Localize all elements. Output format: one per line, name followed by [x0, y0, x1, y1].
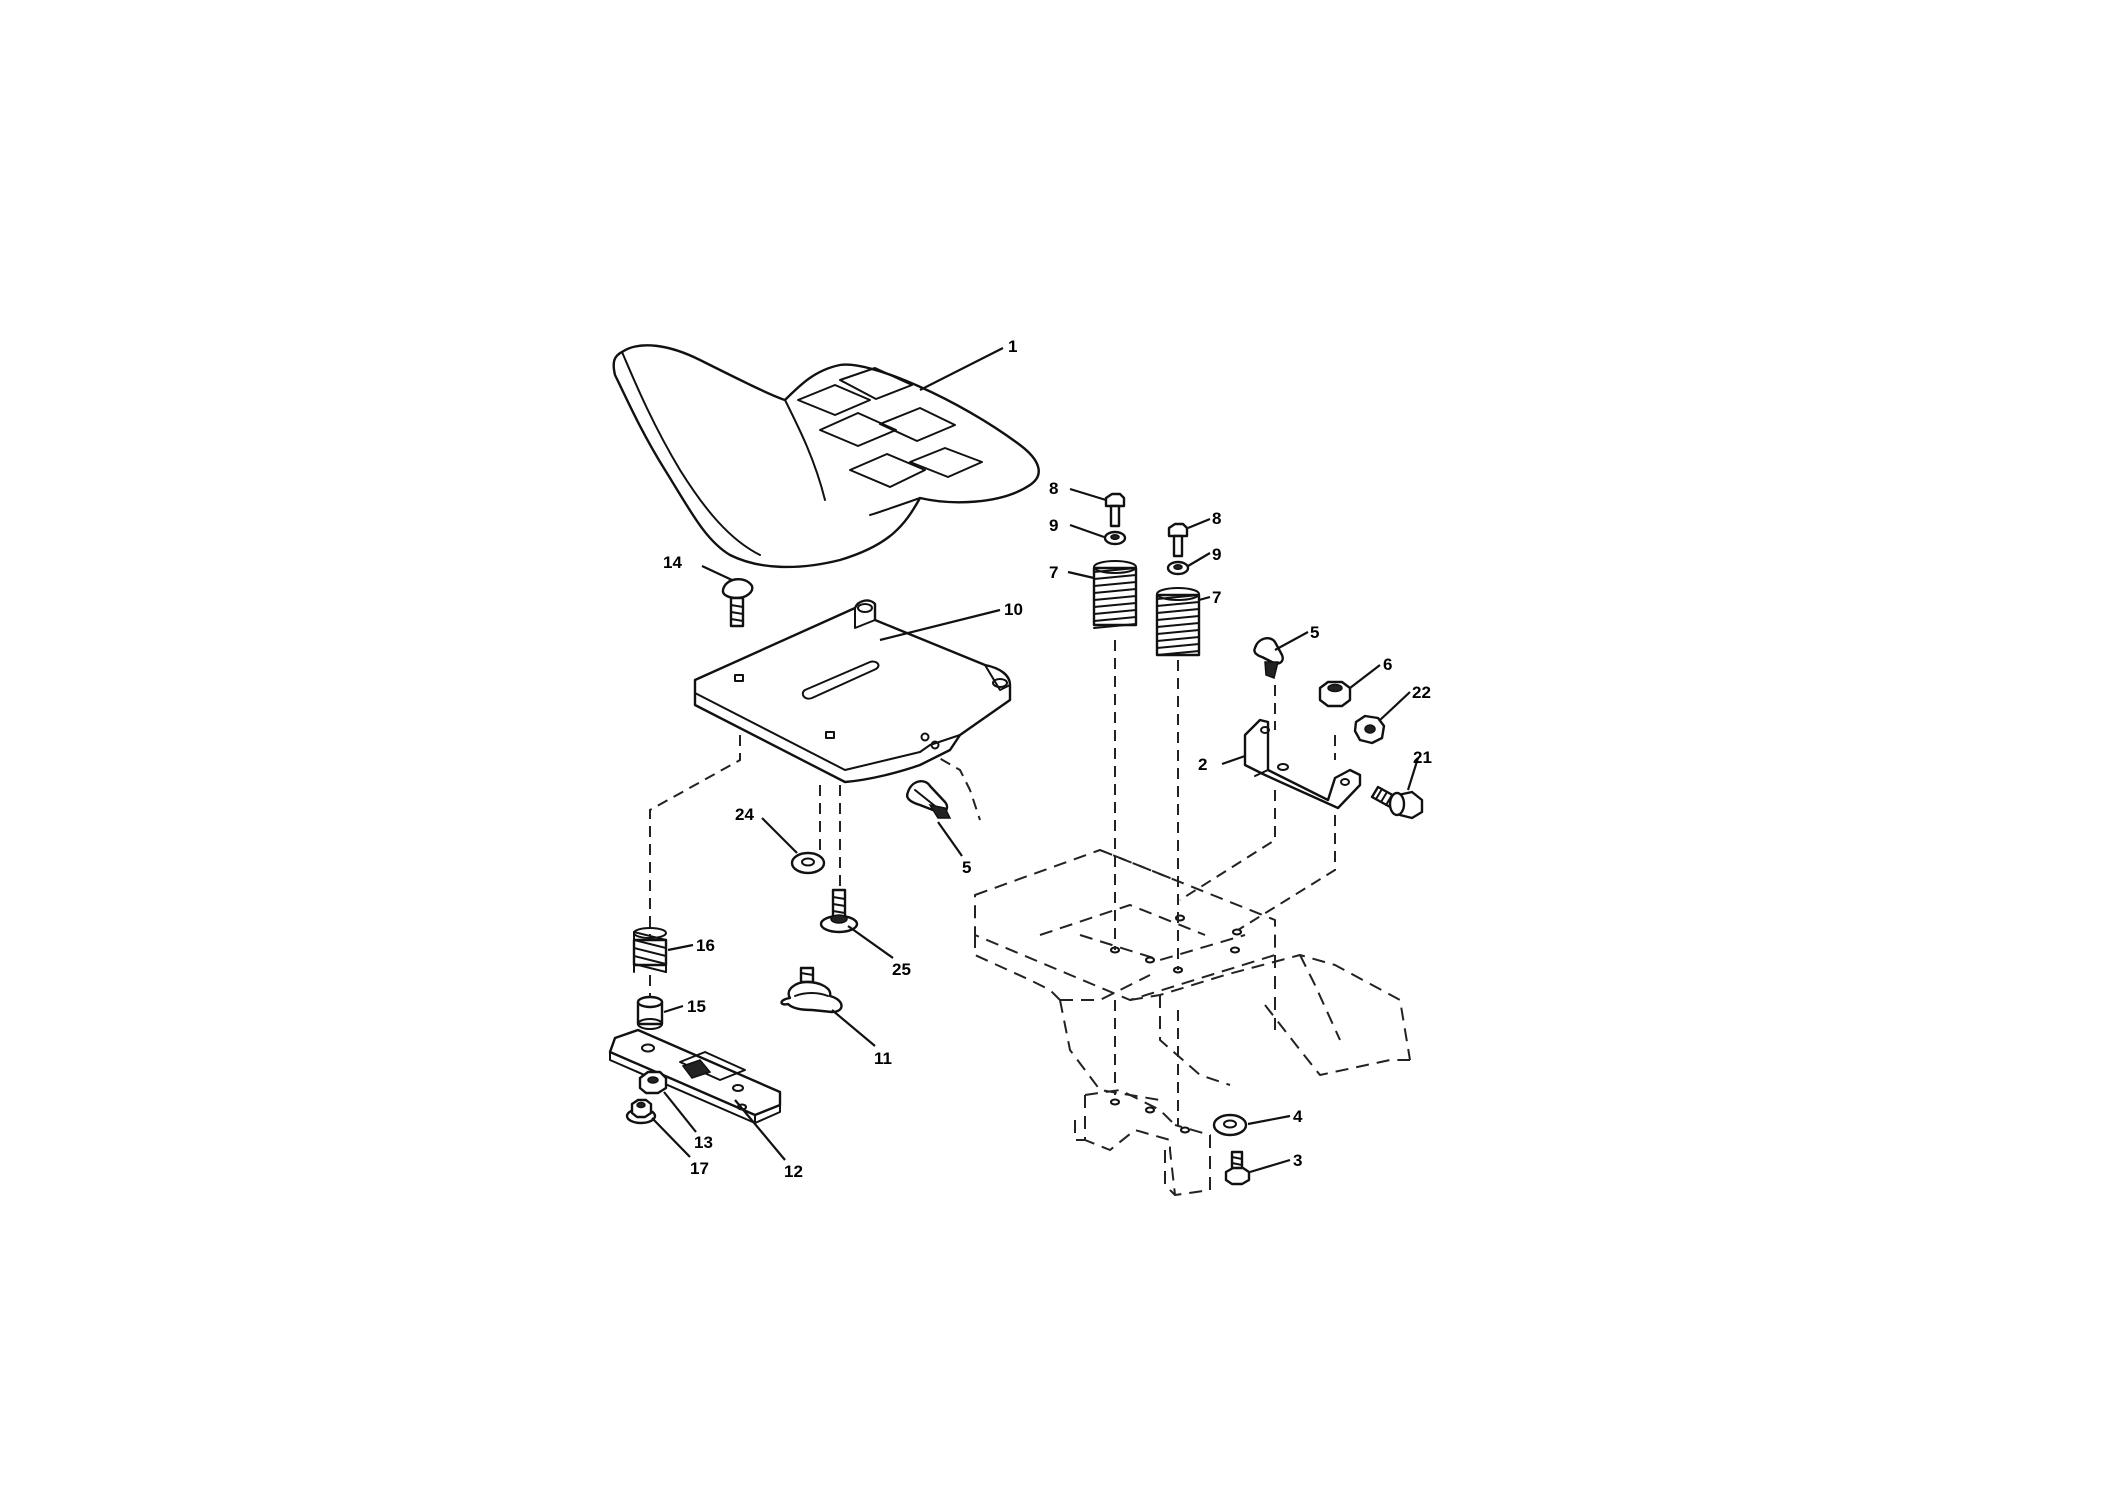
spacer-15-part: [636, 995, 664, 1030]
callout-4: 4: [1293, 1107, 1303, 1126]
callout-7-right: 7: [1212, 588, 1221, 607]
callout-14: 14: [663, 553, 682, 572]
seat-part: [612, 344, 1040, 569]
callout-2: 2: [1198, 755, 1207, 774]
seat-pan-part: [693, 599, 1012, 784]
washer-9-left-part: [1103, 530, 1127, 546]
callout-22: 22: [1412, 683, 1431, 702]
callout-21: 21: [1413, 748, 1432, 767]
bracket-2-part: [1243, 718, 1362, 810]
leader-lines: [651, 347, 1420, 1174]
callout-17: 17: [690, 1159, 709, 1178]
clip-left-part: [906, 780, 952, 819]
screw-8-right-part: [1167, 522, 1189, 558]
slide-plate-part: [608, 1028, 782, 1124]
callout-labels: 1 14 10 24 5 16 15 25 11 13 17 12 8 9 7 …: [663, 337, 1432, 1181]
callout-24: 24: [735, 805, 754, 824]
callout-12: 12: [784, 1162, 803, 1181]
callout-11: 11: [874, 1049, 892, 1068]
nut-22-part: [1353, 714, 1386, 745]
callout-6: 6: [1383, 655, 1392, 674]
clip-right-part: [1253, 636, 1284, 679]
washer-9-right-part: [1166, 560, 1190, 576]
spring-16-part: [632, 927, 668, 973]
washer-24-part: [790, 851, 826, 875]
screw-8-left-part: [1104, 492, 1126, 528]
callout-9-left: 9: [1049, 516, 1058, 535]
callout-8-left: 8: [1049, 479, 1058, 498]
callout-9-right: 9: [1212, 545, 1221, 564]
nut-6-part: [1318, 680, 1352, 708]
callout-5-left: 5: [962, 858, 971, 877]
callout-5-right: 5: [1310, 623, 1319, 642]
knob-11-part: [780, 966, 843, 1014]
bolt-3-part: [1224, 1150, 1251, 1186]
callout-8-right: 8: [1212, 509, 1221, 528]
callout-1: 1: [1008, 337, 1017, 356]
bolt-21-part: [1370, 785, 1424, 820]
callout-7-left: 7: [1049, 563, 1058, 582]
callout-15: 15: [687, 997, 706, 1016]
nut-13-part: [638, 1070, 668, 1095]
bolt-25-part: [819, 888, 859, 934]
nut-17-part: [625, 1098, 657, 1125]
callout-16: 16: [696, 936, 715, 955]
tractor-frame-phantom: [974, 849, 1411, 1196]
washer-4-part: [1212, 1113, 1248, 1137]
spring-7-right-part: [1155, 587, 1201, 657]
spring-7-left-part: [1092, 560, 1138, 629]
callout-13: 13: [694, 1133, 713, 1152]
callout-25: 25: [892, 960, 911, 979]
callout-3: 3: [1293, 1151, 1302, 1170]
callout-10: 10: [1004, 600, 1023, 619]
carriage-bolt-part: [721, 578, 754, 628]
